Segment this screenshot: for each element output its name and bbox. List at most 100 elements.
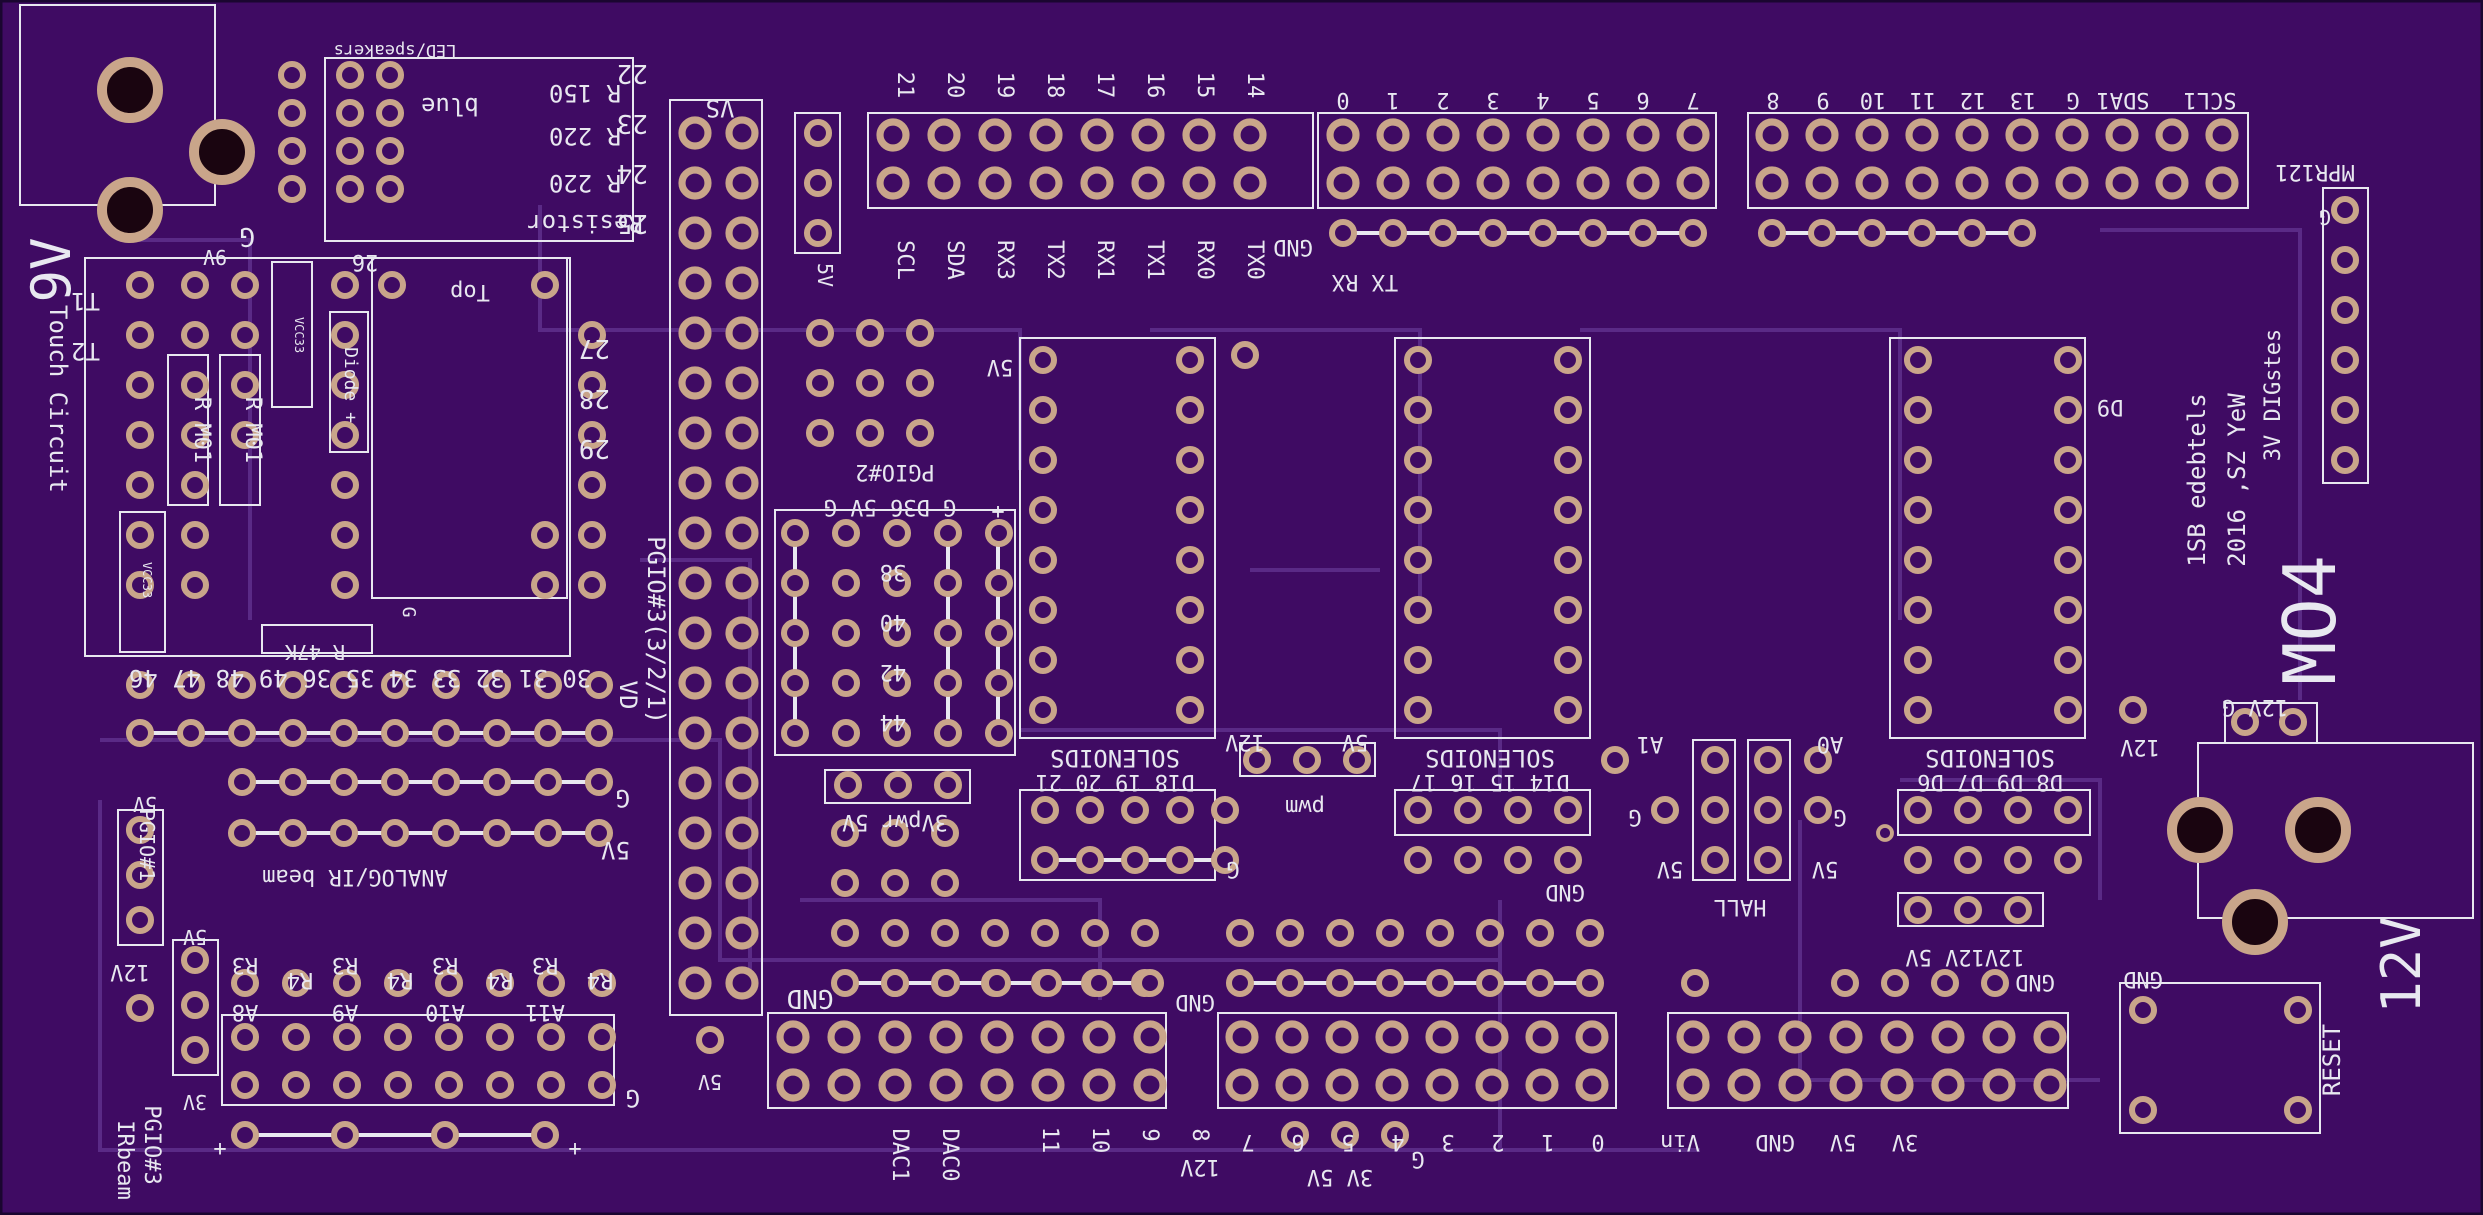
- pad-analog-1: [281, 1022, 311, 1052]
- pad-led-b: [375, 174, 405, 204]
- pad-digital-f: [1807, 218, 1837, 248]
- header-dac: [767, 1012, 1167, 1109]
- silk-label-fivev-hall-a: 5V: [1657, 856, 1684, 881]
- silk-label-tx0: TX0: [1242, 240, 1267, 280]
- pad: [230, 1120, 260, 1150]
- pad: [530, 520, 560, 550]
- pad-vin-a: [1829, 1020, 1863, 1054]
- pad-dac-a: [776, 1020, 810, 1054]
- pad-12v: [1903, 895, 1933, 925]
- pad-sol-a-1: [1075, 795, 1105, 825]
- silk-label-twelve-bottom: 12V: [1180, 1154, 1220, 1179]
- silk-label-n6: 6: [1636, 87, 1649, 112]
- pad-7-0-a: [1525, 1020, 1559, 1054]
- pad-ic-b-right: [1553, 695, 1583, 725]
- pad-mid-gnd: [1425, 968, 1455, 998]
- silk-label-b5: 5: [1341, 1129, 1354, 1154]
- pad-vin-a: [1778, 1020, 1812, 1054]
- pad-row-g: [431, 767, 461, 797]
- pad-ic-c-right: [2053, 495, 2083, 525]
- silk-label-n1: 1: [1386, 87, 1399, 112]
- pad-a8-row: [536, 968, 566, 998]
- pad-ic-a-left: [1028, 545, 1058, 575]
- pad-digital-c: [1428, 218, 1458, 248]
- silk-label-threev: 3V: [183, 1090, 207, 1114]
- pad-7-0-a: [1575, 1020, 1609, 1054]
- header-7-0: [1217, 1012, 1617, 1109]
- silk-label-n12: 12: [1960, 87, 1987, 112]
- pad-dac-a: [1031, 1020, 1065, 1054]
- pad-analog-2: [485, 1070, 515, 1100]
- pad-ic-a-left: [1028, 395, 1058, 425]
- silk-label-sol-a-pins: D18 19 20 21: [1036, 769, 1195, 794]
- pad-ic-a-left: [1028, 445, 1058, 475]
- pad-ic-b-right: [1553, 345, 1583, 375]
- pad-row-30: [431, 670, 461, 700]
- pad-vs-b: [725, 216, 759, 250]
- pad-vs-a: [678, 916, 712, 950]
- jack-12v-pin-a: [2167, 797, 2233, 863]
- silk-label-vd: VD: [614, 681, 642, 710]
- pad-led-left: [277, 174, 307, 204]
- silk-label-threev-five: 3V 5V: [1307, 1164, 1373, 1189]
- pad-sol-b-1: [1403, 795, 1433, 825]
- silk-label-r3b: R3: [332, 952, 359, 977]
- pad-row-g: [482, 767, 512, 797]
- silk-label-a9: A9: [332, 999, 359, 1024]
- pad-digital-e: [1755, 166, 1789, 200]
- pad-vs-a: [678, 366, 712, 400]
- pad-row-g: [278, 767, 308, 797]
- pad-row-b: [380, 718, 410, 748]
- pad-pgio1: [125, 860, 155, 890]
- silk-label-n3: 3: [1486, 87, 1499, 112]
- pad-vs-b: [725, 266, 759, 300]
- pad: [1803, 745, 1833, 775]
- pad-digital-c: [1378, 218, 1408, 248]
- silk-label-t2: T2: [71, 337, 100, 365]
- pad-analog-1: [485, 1022, 515, 1052]
- pad-analog-2: [281, 1070, 311, 1100]
- jack-9v-pin-c: [97, 177, 163, 243]
- pad-pgio2-3: [780, 618, 810, 648]
- pad-7-0-a: [1275, 1020, 1309, 1054]
- pad-27-29: [577, 570, 607, 600]
- silk-label-b1: 1: [1541, 1129, 1554, 1154]
- pad-12v-jack: [2230, 707, 2260, 737]
- pad-bottom-gnd: [880, 968, 910, 998]
- pad-a8-row: [281, 968, 311, 998]
- silk-label-v5-side: 5V: [813, 263, 837, 287]
- pad-ic-c-left: [1903, 695, 1933, 725]
- pad-vin-b: [1982, 1068, 2016, 1102]
- pad-vin-b: [1778, 1068, 1812, 1102]
- silk-label-dac1: DAC1: [887, 1129, 912, 1182]
- pad-analog-2: [536, 1070, 566, 1100]
- pad-digital-e: [1905, 166, 1939, 200]
- silk-label-nine-v-big: 9V: [20, 237, 83, 302]
- pad-hall-b: [1753, 845, 1783, 875]
- pad-analog-1: [434, 1022, 464, 1052]
- pad-vs-a: [678, 966, 712, 1000]
- pad-digital-f: [1957, 218, 1987, 248]
- pad-vin-b: [1880, 1068, 1914, 1102]
- pad-mid-gnd: [1475, 968, 1505, 998]
- pad-digital-b: [1476, 166, 1510, 200]
- pad-led-left: [277, 60, 307, 90]
- pad-ic-c-right: [2053, 345, 2083, 375]
- pad-sol-a-2: [1165, 845, 1195, 875]
- pad-extra-1: [805, 318, 835, 348]
- silk-label-h22: 22: [617, 58, 648, 88]
- pad-led-a: [335, 136, 365, 166]
- silk-label-h23: 23: [617, 108, 648, 138]
- pad-vs-b: [725, 416, 759, 450]
- pad-vs-b: [725, 866, 759, 900]
- pad-ic-b-left: [1403, 495, 1433, 525]
- pad-vs-b: [725, 666, 759, 700]
- pad-vin-b: [2033, 1068, 2067, 1102]
- silk-label-bottom-g: G: [1411, 1146, 1424, 1171]
- pad-touch-3: [230, 270, 260, 300]
- pad-analog-2: [434, 1070, 464, 1100]
- pad-7-0-b: [1475, 1068, 1509, 1102]
- silk-label-r150: R 150: [549, 79, 621, 107]
- pad-digital-b: [1526, 166, 1560, 200]
